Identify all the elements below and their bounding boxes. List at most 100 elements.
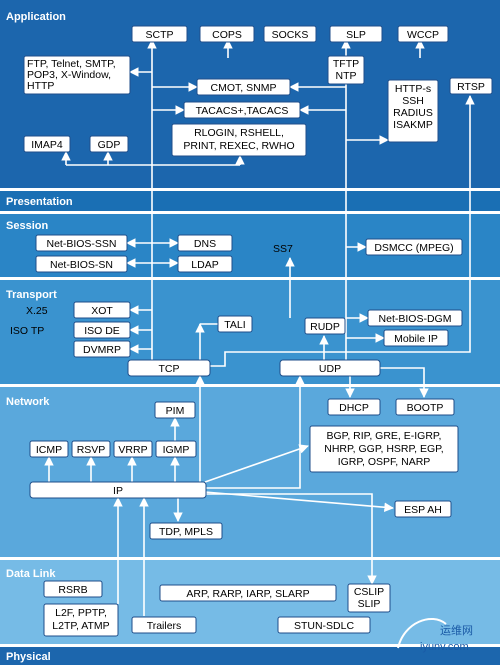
label-iso-tp: ISO TP <box>10 325 44 337</box>
label-ldap: LDAP <box>191 259 218 271</box>
label-netbios-dgm: Net-BIOS-DGM <box>379 313 452 325</box>
label-tcp: TCP <box>159 363 180 375</box>
box-http-s-group <box>387 79 439 143</box>
box-gdp <box>89 135 129 153</box>
box-imap4 <box>23 135 71 153</box>
label-sctp: SCTP <box>145 29 173 41</box>
label-pim: PIM <box>166 405 185 417</box>
label-dns: DNS <box>194 238 216 250</box>
box-wccp <box>397 25 449 43</box>
label-ss7: SS7 <box>273 243 293 255</box>
label-ntp: NTP <box>336 70 357 82</box>
box-cops <box>199 25 255 43</box>
datalink-protocols: RSRB ARP, RARP, IARP, SLARP CSLIP SLIP L… <box>43 580 391 637</box>
network-protocols: DHCP BOOTP PIM BGP, RIP, GRE, E-IGRP, NH… <box>29 398 459 540</box>
session-protocols: Net-BIOS-SSN DNS SS7 DSMCC (MPEG) Net-BI… <box>35 234 463 273</box>
label-l2f-line1: L2F, PPTP, <box>55 607 107 619</box>
label-rlogin-line1: RLOGIN, RSHELL, <box>194 127 284 139</box>
box-tftp-ntp <box>327 55 365 85</box>
label-udp: UDP <box>319 363 341 375</box>
box-dhcp <box>327 398 381 416</box>
label-gdp: GDP <box>98 139 121 151</box>
label-dsmcc: DSMCC (MPEG) <box>374 242 453 254</box>
box-tali <box>217 315 253 333</box>
box-ftp-group <box>23 55 131 95</box>
box-netbios-ssn <box>35 234 128 252</box>
watermark-url: iyunv.com <box>420 641 469 653</box>
box-arp-group <box>159 584 337 602</box>
box-esp-ah <box>394 500 452 518</box>
label-x25: X.25 <box>26 305 48 317</box>
box-ip <box>29 481 207 499</box>
box-igmp <box>155 440 197 458</box>
label-stun-sdlc: STUN-SDLC <box>294 620 355 632</box>
label-dvmrp: DVMRP <box>83 344 121 356</box>
box-tdp-mpls <box>149 522 223 540</box>
label-wccp: WCCP <box>407 29 439 41</box>
watermark-cn: 运维网 <box>440 624 473 637</box>
label-bgp-line2: NHRP, GGP, HSRP, EGP, <box>324 443 443 455</box>
label-netbios-ssn: Net-BIOS-SSN <box>46 238 116 250</box>
box-iso-de <box>73 321 131 339</box>
arrow-ip-to-bgp <box>204 444 309 483</box>
label-rlogin-line2: PRINT, REXEC, RWHO <box>183 140 294 152</box>
label-esp-ah: ESP AH <box>404 504 442 516</box>
box-stun-sdlc <box>277 616 371 634</box>
label-ftp-line2: POP3, X-Window, <box>27 69 111 81</box>
label-tacacs: TACACS+,TACACS <box>196 105 289 117</box>
arrow-udp-to-bootp <box>380 367 429 398</box>
box-dvmrp <box>73 340 131 358</box>
label-http-s: HTTP-s <box>395 83 431 95</box>
label-mobile-ip: Mobile IP <box>394 333 438 345</box>
box-rtsp <box>449 77 493 95</box>
label-cops: COPS <box>212 29 242 41</box>
label-rsrb: RSRB <box>58 584 87 596</box>
layer-title-presentation: Presentation <box>6 196 73 208</box>
watermark: 运维网 iyunv.com <box>397 618 473 653</box>
label-cslip: CSLIP <box>354 586 384 598</box>
box-cslip-slip <box>347 583 391 613</box>
label-rudp: RUDP <box>310 321 340 333</box>
box-netbios-sn <box>35 255 128 273</box>
layer-titles: Application Presentation Session Transpo… <box>6 11 73 663</box>
box-l2f-group <box>43 603 119 637</box>
label-vrrp: VRRP <box>118 444 147 456</box>
watermark-swoosh-icon <box>397 618 447 649</box>
label-dhcp: DHCP <box>339 402 369 414</box>
box-xot <box>73 301 131 319</box>
box-rsvp <box>71 440 111 458</box>
box-socks <box>263 25 317 43</box>
box-tcp <box>127 359 211 377</box>
label-slp: SLP <box>346 29 366 41</box>
label-slip: SLIP <box>358 598 381 610</box>
label-bgp-line3: IGRP, OSPF, NARP <box>338 456 431 468</box>
label-bgp-line1: BGP, RIP, GRE, E-IGRP, <box>327 430 442 442</box>
label-igmp: IGMP <box>163 444 190 456</box>
box-rudp <box>304 317 346 335</box>
arrow-ip-to-cslip <box>205 493 377 585</box>
box-cmot-snmp <box>196 78 291 96</box>
label-ftp-line1: FTP, Telnet, SMTP, <box>27 58 116 70</box>
label-rtsp: RTSP <box>457 81 485 93</box>
label-iso-de: ISO DE <box>84 325 120 337</box>
box-bootp <box>395 398 455 416</box>
label-tftp: TFTP <box>333 58 359 70</box>
transport-protocols: X.25 XOT TALI RUDP Net-BIOS-DGM ISO TP I… <box>10 301 463 377</box>
box-trailers <box>131 616 197 634</box>
band-physical <box>0 647 500 665</box>
label-rsvp: RSVP <box>77 444 106 456</box>
connectors <box>44 39 475 616</box>
box-tacacs <box>183 101 301 119</box>
box-dsmcc <box>365 238 463 256</box>
label-arp-group: ARP, RARP, IARP, SLARP <box>186 588 309 600</box>
box-netbios-dgm <box>367 309 463 327</box>
label-netbios-sn: Net-BIOS-SN <box>50 259 113 271</box>
box-dns <box>177 234 233 252</box>
box-mobile-ip <box>383 329 449 347</box>
label-l2f-line2: L2TP, ATMP <box>52 620 109 632</box>
box-bgp-group <box>309 425 459 473</box>
layer-title-physical: Physical <box>6 651 51 663</box>
layer-title-network: Network <box>6 396 50 408</box>
box-icmp <box>29 440 69 458</box>
